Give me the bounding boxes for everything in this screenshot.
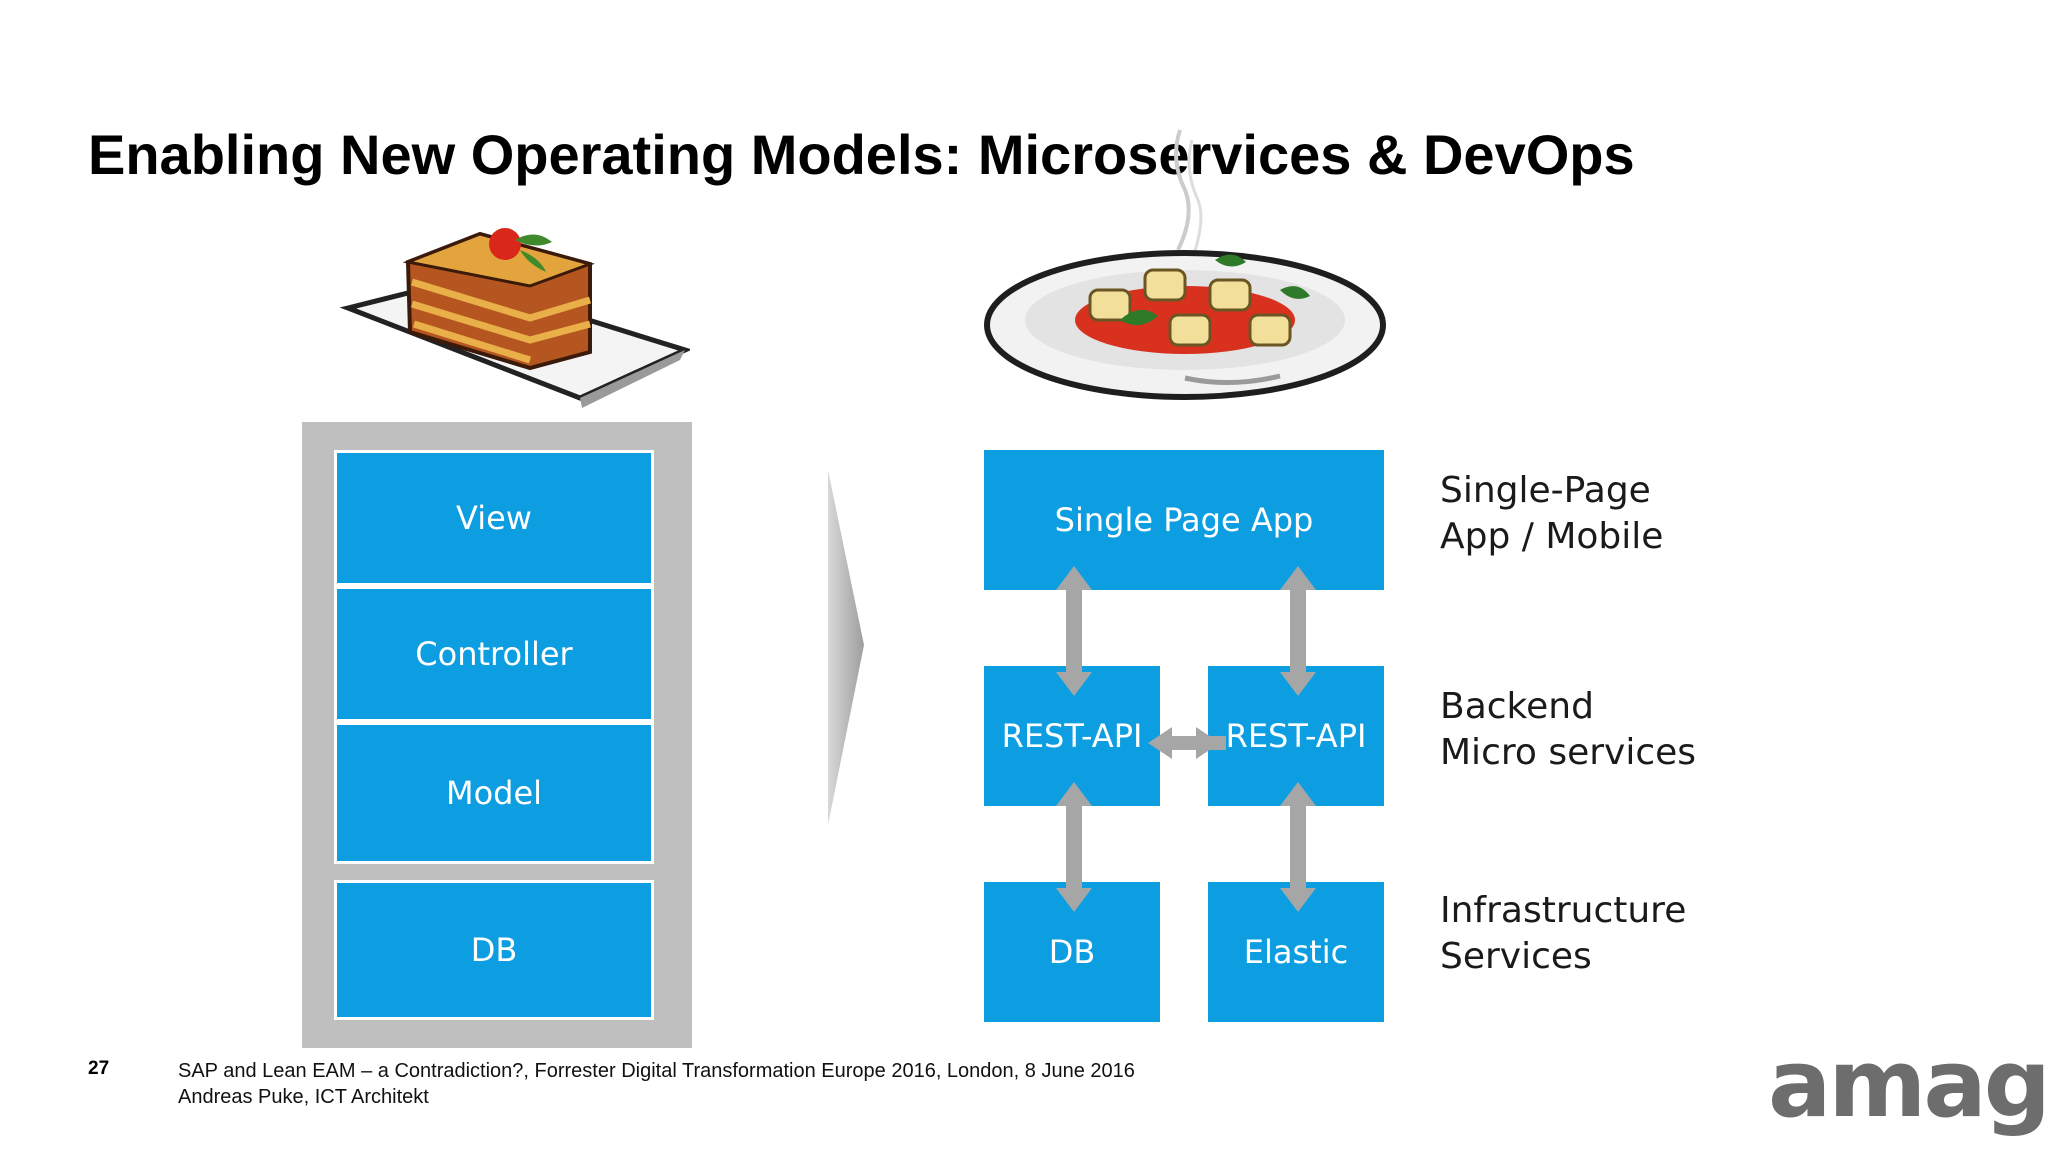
spa-rest-left-arrow-icon [1056,566,1092,696]
infrastructure-label: Infrastructure Services [1440,888,1686,980]
footer-line2: Andreas Puke, ICT Architekt [178,1086,429,1108]
rest-api-right-box: REST-API [1208,666,1384,806]
amag-logo: amag [1768,1030,2048,1139]
controller-layer: Controller [334,586,654,722]
footer-line1: SAP and Lean EAM – a Contradiction?, For… [178,1060,1135,1082]
infrastructure-label-line1: Infrastructure [1440,890,1687,931]
frontend-label: Single-Page App / Mobile [1440,468,1663,560]
page-number: 27 [88,1058,110,1079]
infrastructure-label-line2: Services [1440,936,1592,977]
transition-arrow-icon [828,470,864,825]
frontend-label-line1: Single-Page [1440,470,1651,511]
slide-title: Enabling New Operating Models: Microserv… [88,123,1635,186]
view-layer: View [334,450,654,586]
backend-label: Backend Micro services [1440,684,1696,776]
monolith-db: DB [334,880,654,1020]
frontend-label-line2: App / Mobile [1440,516,1664,557]
rest-rest-arrow-icon [1148,727,1226,759]
ravioli-plate-illustration [984,129,1386,400]
rest-api-left-box: REST-API [984,666,1160,806]
lasagna-illustration [340,228,690,408]
backend-label-line1: Backend [1440,686,1594,727]
single-page-app-box: Single Page App [984,450,1384,590]
footer-source: SAP and Lean EAM – a Contradiction?, For… [178,1058,1135,1110]
backend-label-line2: Micro services [1440,732,1697,773]
model-layer: Model [334,722,654,864]
rest-db-arrow-icon [1056,782,1092,912]
spa-rest-right-arrow-icon [1280,566,1316,696]
micro-db-box: DB [984,882,1160,1022]
rest-elastic-arrow-icon [1280,782,1316,912]
